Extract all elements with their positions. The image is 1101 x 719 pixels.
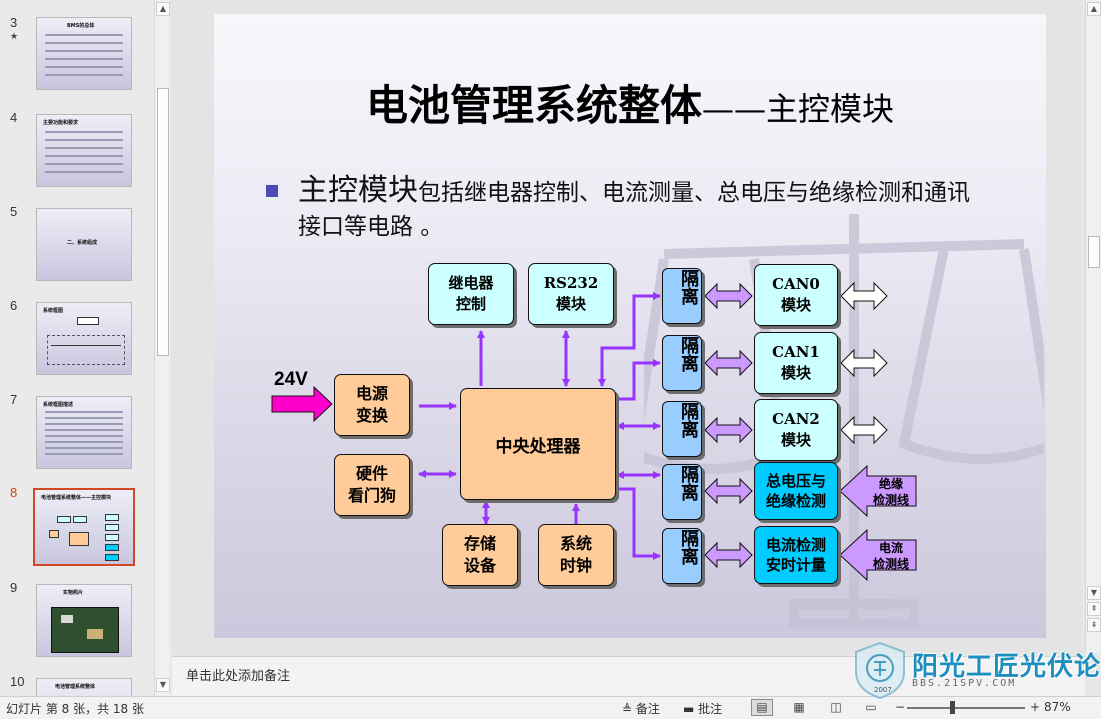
cpu-box[interactable]: 中央处理器 (460, 388, 616, 500)
thumbnail-image[interactable]: BMS的总体 (36, 17, 132, 90)
status-bar: 幻灯片 第 8 张，共 18 张 ≜ 备注 ▬ 批注 ▤ ▦ ◫ ▭ − + 8… (0, 696, 1101, 719)
thumbnail-number: 8 (10, 485, 18, 500)
normal-view-button[interactable]: ▤ (751, 699, 773, 716)
thumbnail-number: 10 (10, 674, 25, 689)
slide-title[interactable]: 电池管理系统整体——主控模块 (214, 72, 1046, 133)
isolation-box[interactable]: 隔离 (662, 464, 702, 520)
scrollbar-thumb[interactable] (1088, 236, 1100, 268)
bullet-keyword: 主控模块 (298, 173, 418, 208)
thumbnail-title: 电池管理系统整体——主控模块 (41, 495, 112, 501)
thumbnail-image[interactable]: 系统框图 (36, 302, 132, 375)
voltage-insulation-box[interactable]: 总电压与 绝缘检测 (754, 462, 838, 520)
isolation-label: 隔离 (678, 269, 699, 305)
thumbnail-image[interactable]: 实物照片 (36, 584, 132, 657)
can2-module-box[interactable]: CAN2 模块 (754, 399, 838, 461)
isolation-box[interactable]: 隔离 (662, 335, 702, 391)
notes-icon: ≜ (622, 702, 633, 716)
notes-pane[interactable]: 单击此处添加备注 (172, 656, 1085, 696)
hardware-watchdog-box[interactable]: 硬件 看门狗 (334, 454, 410, 516)
title-main: 电池管理系统整体 (365, 81, 702, 130)
scroll-up-arrow-icon[interactable]: ▲ (1087, 2, 1101, 16)
bullet-square-icon (266, 185, 278, 197)
current-line-label: 电流 检测线 (872, 541, 909, 571)
thumbnail-image[interactable]: 系统框图描述 (36, 396, 132, 469)
thumbnail-title: BMS的总体 (67, 23, 95, 29)
input-24v-label: 24V (274, 369, 308, 390)
notes-toggle-button[interactable]: ≜ 备注 (622, 700, 660, 717)
zoom-in-button[interactable]: + (1030, 700, 1041, 714)
thumbnail-number: 5 (10, 204, 18, 219)
diagram-connectors (271, 281, 917, 582)
thumbnail-title: 二、系统组成 (67, 240, 98, 246)
scrollbar-thumb[interactable] (157, 88, 169, 356)
insulation-line-label: 绝缘 检测线 (872, 477, 909, 507)
next-slide-icon[interactable]: ⇟ (1087, 618, 1101, 632)
slide-counter: 幻灯片 第 8 张，共 18 张 (6, 702, 144, 716)
rs232-module-box[interactable]: RS232 模块 (528, 263, 614, 325)
zoom-slider[interactable] (907, 707, 1025, 709)
slideshow-view-button[interactable]: ▭ (865, 700, 877, 714)
reading-view-button[interactable]: ◫ (830, 700, 842, 714)
isolation-label: 隔离 (678, 336, 699, 372)
thumbnail-title: 系统框图描述 (43, 402, 74, 408)
slide-scrollbar[interactable]: ▲ ▼ ⇞ ⇟ (1085, 0, 1101, 653)
watermark-year: 2007 (874, 686, 892, 694)
thumbnail-title: 实物照片 (63, 590, 84, 596)
title-sub: ——主控模块 (702, 90, 895, 128)
thumbnail-title: 电池管理系统整体 (55, 684, 96, 690)
can1-module-box[interactable]: CAN1 模块 (754, 332, 838, 394)
isolation-label: 隔离 (678, 465, 699, 501)
zoom-out-button[interactable]: − (895, 700, 906, 714)
previous-slide-icon[interactable]: ⇞ (1087, 602, 1101, 616)
thumbnail-number: 9 (10, 580, 18, 595)
scroll-down-arrow-icon[interactable]: ▼ (1087, 586, 1101, 600)
thumbnail-image[interactable]: 主要功能和要求 (36, 114, 132, 187)
comments-toggle-button[interactable]: ▬ 批注 (683, 700, 722, 717)
bullet-body: 包括继电器控制、电流测量、总电压与绝缘检测和通讯接口等电路 。 (298, 180, 970, 240)
isolation-box[interactable]: 隔离 (662, 268, 702, 324)
isolation-box[interactable]: 隔离 (662, 528, 702, 584)
storage-device-box[interactable]: 存储 设备 (442, 524, 518, 586)
thumbnail-number: 6 (10, 298, 18, 313)
comments-button-label: 批注 (698, 702, 723, 716)
thumbnail-scrollbar[interactable]: ▲ ▼ (154, 0, 170, 696)
forum-shield-logo-icon (855, 641, 905, 700)
zoom-level[interactable]: 87% (1044, 700, 1071, 714)
comment-icon: ▬ (683, 702, 695, 716)
forum-watermark: 阳光工匠光伏论坛 BBS.21SPV.COM 2007 (850, 640, 1101, 700)
thumbnail-number: 7 (10, 392, 18, 407)
slide-editor-area: 电池管理系统整体——主控模块 主控模块包括继电器控制、电流测量、总电压与绝缘检测… (172, 0, 1082, 653)
thumbnail-title: 系统框图 (43, 308, 64, 314)
slide-sorter-view-button[interactable]: ▦ (793, 700, 805, 714)
thumbnail-image[interactable]: 电池管理系统整体 (36, 678, 132, 696)
thumbnail-number: 4 (10, 110, 18, 125)
watermark-url: BBS.21SPV.COM (912, 678, 1017, 689)
isolation-label: 隔离 (678, 402, 699, 438)
animation-star-icon: ★ (10, 32, 19, 42)
zoom-slider-knob[interactable] (950, 701, 955, 714)
slide-thumbnail-pane[interactable]: 3 ★ BMS的总体 4 主要功能和要求 5 二、系统组成 6 系统框图 7 系… (0, 0, 154, 696)
system-clock-box[interactable]: 系统 时钟 (538, 524, 614, 586)
thumbnail-image-selected[interactable]: 电池管理系统整体——主控模块 (33, 488, 135, 566)
thumbnail-image[interactable]: 二、系统组成 (36, 208, 132, 281)
slide-canvas[interactable]: 电池管理系统整体——主控模块 主控模块包括继电器控制、电流测量、总电压与绝缘检测… (214, 14, 1046, 638)
thumbnail-title: 主要功能和要求 (43, 120, 79, 126)
current-measure-box[interactable]: 电流检测 安时计量 (754, 526, 838, 584)
isolation-label: 隔离 (678, 529, 699, 565)
thumbnail-number: 3 (10, 15, 18, 30)
notes-button-label: 备注 (635, 702, 660, 716)
notes-placeholder[interactable]: 单击此处添加备注 (186, 669, 291, 684)
can0-module-box[interactable]: CAN0 模块 (754, 264, 838, 326)
scroll-down-arrow-icon[interactable]: ▼ (156, 678, 170, 692)
relay-control-box[interactable]: 继电器 控制 (428, 263, 514, 325)
isolation-box[interactable]: 隔离 (662, 401, 702, 457)
watermark-text: 阳光工匠光伏论坛 (912, 652, 1101, 682)
power-conversion-box[interactable]: 电源 变换 (334, 374, 410, 436)
scroll-up-arrow-icon[interactable]: ▲ (156, 2, 170, 16)
